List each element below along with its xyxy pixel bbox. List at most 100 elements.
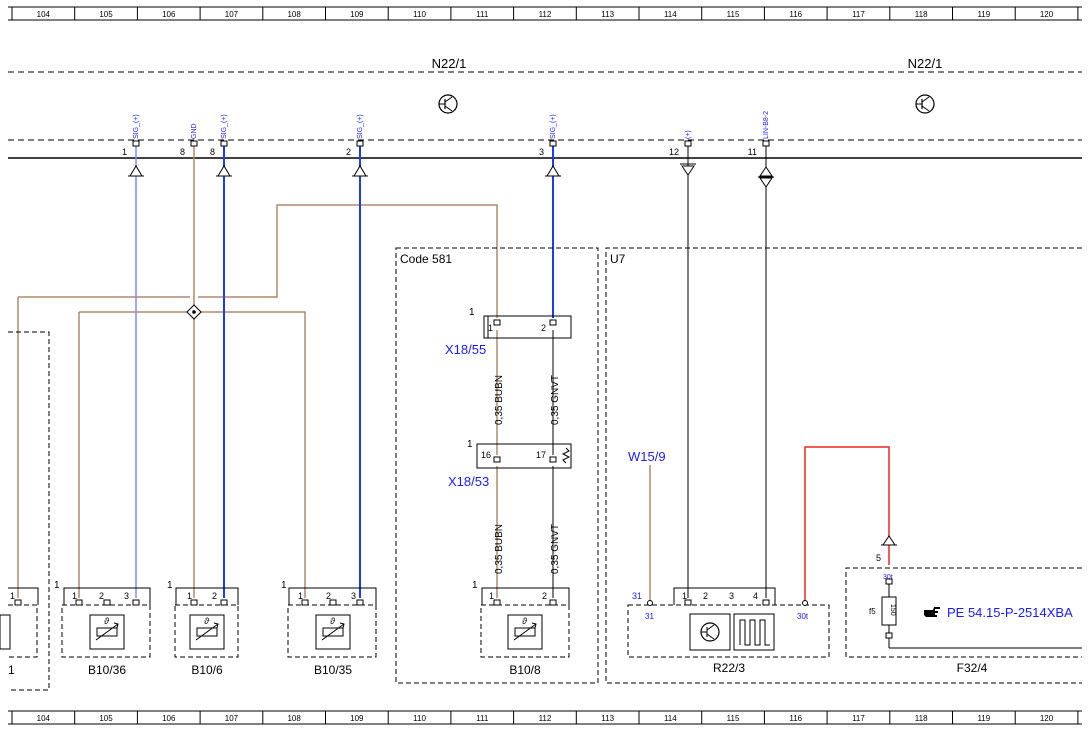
component-r22-3: 31 31 30t R22/3 1 2 3 4 [627, 587, 830, 675]
svg-text:ϑ: ϑ [330, 616, 336, 626]
module-label-right: N22/1 [908, 56, 943, 71]
svg-text:1: 1 [682, 591, 687, 601]
column-number: 112 [539, 10, 552, 19]
svg-text:11: 11 [748, 147, 757, 157]
code-group-label: Code 581 [400, 252, 452, 266]
column-number: 116 [789, 10, 802, 19]
svg-text:1: 1 [298, 591, 303, 601]
svg-text:1: 1 [469, 307, 475, 318]
svg-text:1: 1 [467, 439, 473, 450]
connector-label: X18/53 [448, 474, 489, 489]
connector-pin: 8 GND [180, 123, 198, 157]
column-number: 116 [789, 714, 802, 723]
column-number: 107 [225, 10, 239, 19]
svg-text:1: 1 [167, 580, 173, 591]
svg-text:1: 1 [187, 591, 192, 601]
arrow-down-icon [680, 163, 696, 176]
temperature-sensor-icon: ϑ [507, 614, 543, 650]
svg-text:1: 1 [10, 591, 15, 601]
column-number: 111 [476, 714, 489, 723]
column-number: 115 [727, 714, 740, 723]
column-number: 105 [99, 10, 113, 19]
column-number: 118 [915, 10, 928, 19]
svg-text:1: 1 [472, 580, 478, 591]
component-label: R22/3 [713, 661, 745, 675]
svg-text:2: 2 [326, 591, 331, 601]
svg-text:2: 2 [703, 591, 708, 601]
connector-pin: 11 LIN-B8-2 [748, 111, 770, 157]
column-number: 117 [852, 714, 865, 723]
column-number: 118 [915, 714, 928, 723]
column-number: 120 [1040, 10, 1054, 19]
svg-text:2: 2 [541, 323, 546, 333]
transistor-icon [700, 622, 720, 642]
svg-text:f5: f5 [869, 607, 876, 616]
column-number: 113 [601, 10, 614, 19]
signal-label: SIG_(+) [357, 114, 364, 139]
column-number: 107 [225, 714, 239, 723]
column-number: 110 [413, 10, 426, 19]
left-partial-group [8, 331, 50, 691]
bidirectional-arrow-icon [758, 166, 774, 188]
column-number: 119 [977, 714, 990, 723]
connector-x18-53: 1 16 17 X18/53 [448, 439, 572, 489]
column-number: 106 [162, 10, 176, 19]
svg-text:1: 1 [281, 580, 287, 591]
wire-label: 0,35 BUBN [494, 524, 505, 574]
svg-text:1: 1 [54, 580, 60, 591]
column-number: 110 [413, 714, 426, 723]
svg-text:ϑ: ϑ [204, 616, 210, 626]
fuse-icon [881, 596, 897, 626]
wire-label: 0,35 GNVT [550, 524, 561, 574]
module-label-left: N22/1 [432, 56, 467, 71]
wire-label: 0,35 GNVT [550, 375, 561, 425]
svg-text:2: 2 [346, 147, 351, 157]
svg-text:5: 5 [876, 553, 881, 563]
unit-group-box [605, 247, 1082, 684]
svg-text:17: 17 [536, 450, 546, 460]
unit-group-label: U7 [610, 252, 626, 266]
svg-text:8: 8 [210, 147, 215, 157]
signal-label: SIG_(+) [550, 114, 557, 139]
junction-icon [186, 304, 202, 320]
svg-text:150: 150 [889, 604, 896, 616]
svg-text:3: 3 [124, 591, 129, 601]
temperature-sensor-icon: ϑ [189, 614, 225, 650]
temperature-sensor-icon: ϑ [315, 614, 351, 650]
svg-text:30t: 30t [883, 574, 893, 581]
signal-label: LIN-B8-2 [763, 111, 770, 139]
connector-x18-55: 1 1 2 X18/55 [445, 307, 572, 357]
connector-label: X18/55 [445, 342, 486, 357]
column-number: 106 [162, 714, 176, 723]
column-number: 117 [852, 10, 865, 19]
ground-label: W15/9 [628, 449, 666, 464]
svg-text:3: 3 [351, 591, 356, 601]
svg-text:ϑ: ϑ [104, 616, 110, 626]
svg-text:31: 31 [632, 591, 642, 601]
reference-text: PE 54.15-P-2514XBA [947, 605, 1073, 620]
svg-text:16: 16 [481, 450, 491, 460]
svg-text:1: 1 [122, 147, 127, 157]
arrow-up-icon [216, 165, 232, 177]
signal-label: GND [191, 123, 198, 139]
code-group-box [395, 247, 599, 684]
pulse-icon [739, 619, 770, 646]
svg-text:8: 8 [180, 147, 185, 157]
svg-text:1: 1 [72, 591, 77, 601]
reference-link[interactable]: PE 54.15-P-2514XBA [924, 605, 1073, 620]
brown-wires [17, 146, 651, 602]
component-label: B10/35 [314, 663, 352, 677]
column-number: 111 [476, 10, 489, 19]
column-number: 108 [287, 714, 301, 723]
component-label: B10/6 [191, 663, 223, 677]
svg-text:1: 1 [489, 591, 494, 601]
hand-pointer-icon [924, 607, 940, 617]
signal-label: SIG_(+) [221, 114, 228, 139]
wire-label: 0,35 BUBN [494, 375, 505, 425]
arrow-up-icon [128, 165, 144, 177]
